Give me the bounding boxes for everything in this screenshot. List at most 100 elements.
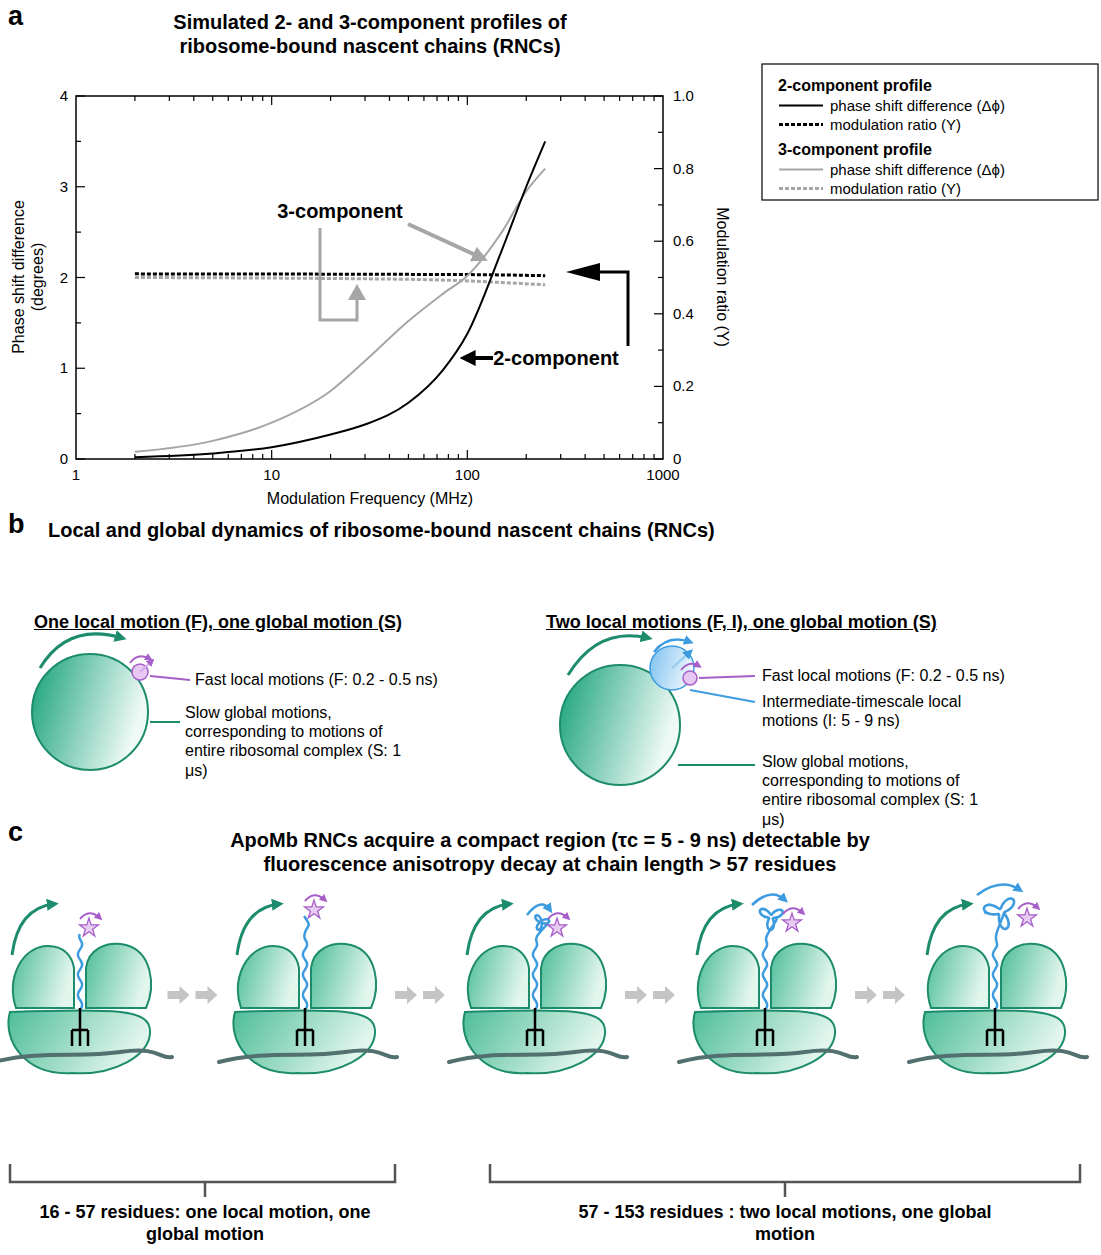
x-tick [212, 96, 213, 101]
x-tick [458, 96, 459, 101]
x-tick [526, 454, 527, 459]
global-motion-arrow [237, 904, 279, 955]
tick-label: 0.2 [673, 377, 694, 395]
y-tick [76, 368, 85, 369]
global-motion-arrow [467, 904, 509, 955]
x-tick [619, 96, 620, 101]
progress-arrow [653, 986, 675, 1004]
x-tick [241, 96, 242, 101]
tick-label: 2 [60, 269, 68, 287]
y-tick [76, 413, 81, 414]
legend-sample [779, 183, 823, 193]
global-motion-arrow [12, 904, 54, 955]
x-tick [467, 96, 468, 105]
x-tick [448, 454, 449, 459]
mrna [0, 1050, 172, 1062]
y-tick [654, 313, 663, 314]
phase-shift-3comp [135, 169, 545, 452]
y-tick [76, 322, 81, 323]
intermediate-motion-arrow [527, 905, 550, 915]
tick-label: 1.0 [673, 87, 694, 105]
x-tick [603, 96, 604, 101]
y-tick [658, 350, 663, 351]
plot-frame [76, 96, 663, 459]
leader-line [150, 676, 190, 680]
large-subunit [541, 944, 606, 1008]
panel-title: Simulated 2- and 3-component profiles of… [150, 10, 590, 58]
fluorophore-star [1018, 908, 1037, 926]
x-tick [458, 454, 459, 459]
y-tick [654, 241, 663, 242]
section-heading: Two local motions (F, I), one global mot… [546, 612, 937, 634]
legend-item: phase shift difference (Δϕ) [779, 97, 1005, 114]
x-tick [585, 96, 586, 101]
large-subunit [311, 944, 376, 1008]
range-bracket [490, 1164, 1080, 1197]
tick-label: 3 [60, 178, 68, 196]
y-tick [76, 141, 81, 142]
legend-text: modulation ratio (Y) [830, 116, 961, 133]
y-tick [76, 277, 85, 278]
x-tick [560, 454, 561, 459]
tick-label: 1000 [646, 466, 679, 484]
y-tick [658, 277, 663, 278]
leader-line [699, 676, 755, 678]
tick-label: 100 [455, 466, 480, 484]
mrna [219, 1050, 397, 1062]
tick-label: 0 [60, 450, 68, 468]
legend-sample-line [779, 123, 823, 126]
nascent-chain [303, 916, 309, 1010]
y-tick [658, 132, 663, 133]
mrna [449, 1050, 627, 1062]
annotation: Fast local motions (F: 0.2 - 0.5 ns) [195, 670, 438, 689]
arrow-head [348, 284, 366, 300]
fluorophore-star [305, 900, 324, 918]
legend-sample-line [779, 187, 823, 190]
panel-title: Local and global dynamics of ribosome-bo… [48, 518, 715, 542]
large-subunit [238, 946, 299, 1008]
x-tick [585, 454, 586, 459]
progress-arrow [168, 986, 190, 1004]
x-tick [193, 96, 194, 101]
local-probe [683, 671, 697, 685]
x-tick [389, 454, 390, 459]
trna [987, 1008, 1003, 1046]
range-bracket [10, 1164, 395, 1197]
panel-title: ApoMb RNCs acquire a compact region (τc … [190, 828, 910, 876]
callout-label: 3-component [277, 199, 403, 223]
axis-title: Modulation ratio (Y) [712, 207, 731, 347]
annotation: Fast local motions (F: 0.2 - 0.5 ns) [762, 666, 1005, 685]
fluorophore-star [783, 913, 802, 931]
global-motion-arrow [40, 634, 122, 668]
axis-title: Phase shift difference (degrees) [9, 182, 47, 372]
y-tick [654, 168, 663, 169]
large-subunit [468, 946, 529, 1008]
x-tick [262, 96, 263, 101]
arrow-head [566, 263, 600, 281]
large-subunit [698, 946, 759, 1008]
legend-sample-line [779, 104, 823, 106]
x-tick [252, 96, 253, 101]
annotation: Intermediate-timescale local motions (I:… [762, 692, 994, 730]
x-tick [643, 96, 644, 101]
y-tick [654, 95, 663, 96]
x-tick [330, 454, 331, 459]
trna [757, 1008, 773, 1046]
section-heading: One local motion (F), one global motion … [34, 612, 402, 634]
x-tick [364, 454, 365, 459]
local-motion-arrow [140, 661, 152, 672]
legend-item: phase shift difference (Δϕ) [779, 161, 1005, 178]
intermediate-motion-arrow [654, 640, 690, 652]
local-motion-arrow [130, 656, 150, 663]
large-subunit [771, 944, 836, 1008]
x-tick [212, 454, 213, 459]
local-motion-arrow [548, 913, 568, 919]
nascent-chain [760, 909, 783, 1010]
callout-label: 2-component [493, 346, 619, 370]
x-tick [526, 96, 527, 101]
global-motion-arrow [927, 904, 969, 955]
x-tick [560, 96, 561, 101]
legend-box [762, 64, 1098, 200]
x-tick [436, 454, 437, 459]
x-tick [653, 96, 654, 101]
